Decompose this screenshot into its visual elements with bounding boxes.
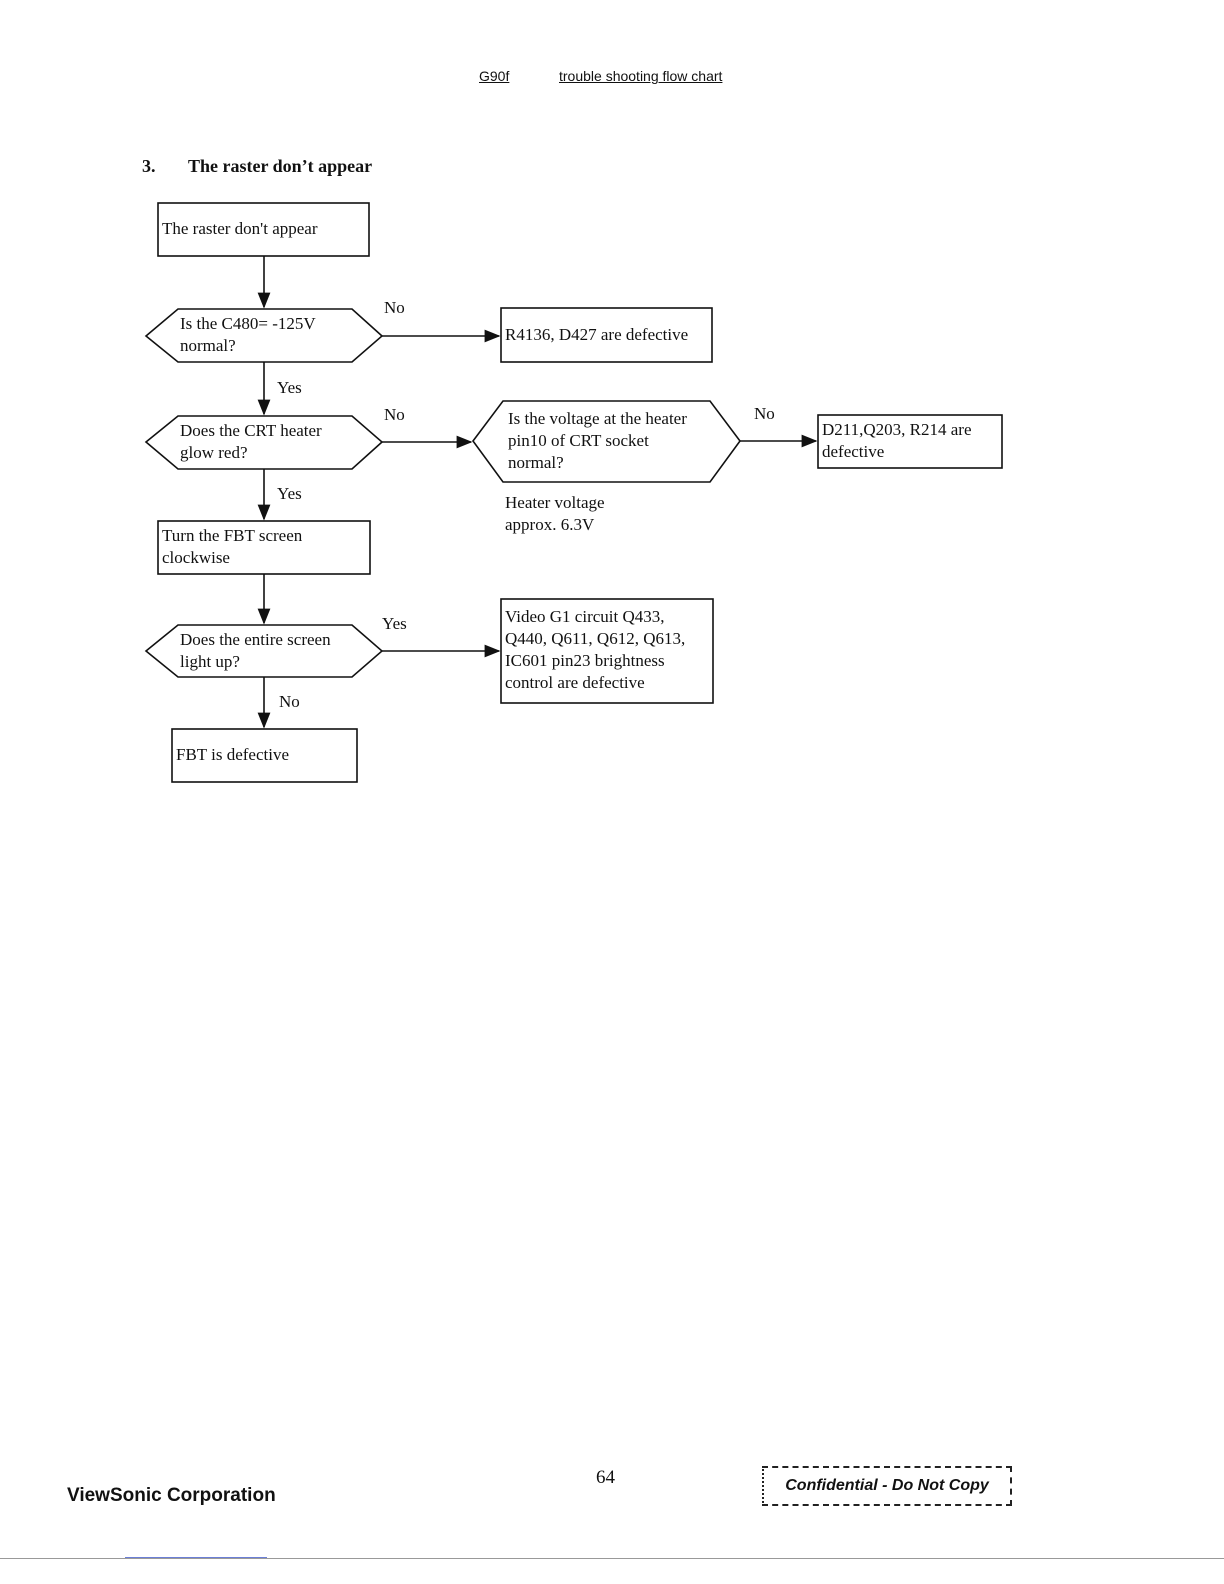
q1-no-box-shape <box>500 307 713 363</box>
q4-yes-box-text: Video G1 circuit Q433, Q440, Q611, Q612,… <box>505 607 686 692</box>
footer-company: ViewSonic Corporation <box>67 1485 276 1506</box>
q2-no-label: No <box>384 405 405 424</box>
footer-rule <box>0 1558 1224 1559</box>
q4-text: Does the entire screen light up? <box>180 630 331 671</box>
section-number: 3. <box>142 156 156 176</box>
header-model: G90f <box>479 68 510 84</box>
start-box-text: The raster don't appear <box>162 219 318 238</box>
q3-no-box-text: D211,Q203, R214 are defective <box>822 420 972 461</box>
end-box-text: FBT is defective <box>176 745 289 764</box>
q1-text: Is the C480= -125V normal? <box>180 314 316 355</box>
header-title: trouble shooting flow chart <box>559 68 723 84</box>
footer-rule-accent <box>125 1557 267 1558</box>
q3-text: Is the voltage at the heater pin10 of CR… <box>508 409 687 472</box>
section-title: The raster don’t appear <box>188 156 373 176</box>
q1-no-box-text: R4136, D427 are defective <box>505 325 689 344</box>
q3-no-label: No <box>754 404 775 423</box>
q1-no-label: No <box>384 298 405 317</box>
confidential-text: Confidential - Do Not Copy <box>785 1477 989 1494</box>
section-heading: 3. The raster don’t appear <box>142 156 372 177</box>
q4-yes-box-shape <box>500 598 714 704</box>
end-box-shape <box>171 728 358 783</box>
fbt-box-text: Turn the FBT screen clockwise <box>162 526 303 567</box>
page-number: 64 <box>596 1467 615 1488</box>
q4-no-label: No <box>279 692 300 711</box>
q1-yes-label: Yes <box>277 378 302 397</box>
q2-yes-label: Yes <box>277 484 302 503</box>
q4-yes-label: Yes <box>382 614 407 633</box>
q2-text: Does the CRT heater glow red? <box>180 421 322 462</box>
q3-no-box-shape <box>817 414 1003 469</box>
q3-note: Heater voltage approx. 6.3V <box>505 493 605 534</box>
confidential-stamp: Confidential - Do Not Copy <box>762 1466 1012 1506</box>
